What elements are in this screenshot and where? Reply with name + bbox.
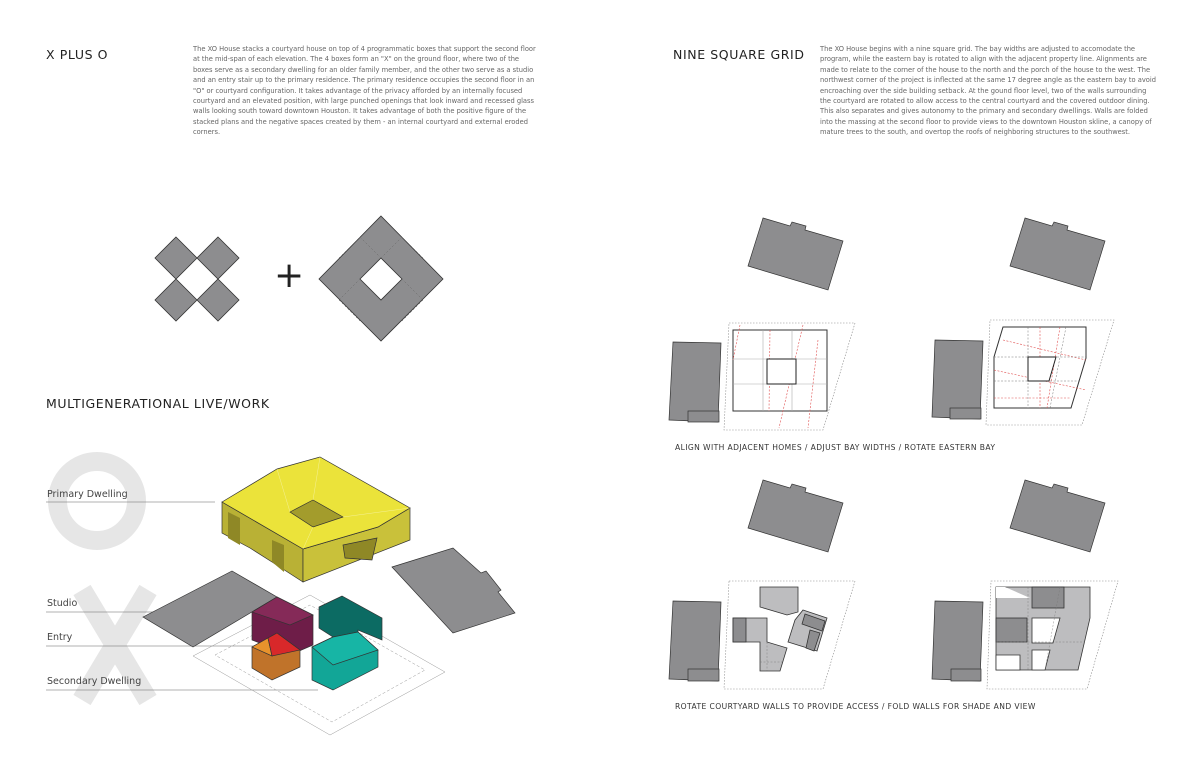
label-leader-lines [46,501,318,691]
caption-align-grid: ALIGN WITH ADJACENT HOMES / ADJUST BAY W… [675,443,996,452]
primary-dwelling-mass [221,456,411,583]
nine-square-grid-title: NINE SQUARE GRID [673,47,805,62]
x-box-bottom-right [196,278,240,322]
west-neighbor-2 [931,339,984,420]
neighbor-house-east [391,547,516,634]
plan-folded-walls [995,586,1091,671]
x-box-bottom-left [154,278,198,322]
x-plus-o-paragraph: The XO House stacks a courtyard house on… [193,45,536,137]
o-diagram [318,215,444,342]
x-plus-o-title: X PLUS O [46,47,109,62]
x-watermark [73,584,157,706]
plan-rotated-walls [732,586,828,672]
setback-outlines [723,319,1119,690]
north-neighbors [747,217,1106,553]
o-courtyard-void [359,257,403,301]
west-neighbors [668,339,984,682]
courtyard-void [1027,356,1057,382]
x-box-top-right [196,236,240,280]
label-entry: Entry [47,632,73,643]
north-neighbor-3 [747,479,844,553]
o-grid-lines [338,236,424,322]
plus-symbol: + [274,255,305,296]
x-diagram [154,236,240,322]
primary-dwelling-fold-lines [276,456,411,550]
west-neighbor-1 [668,341,722,423]
north-neighbor-2 [1009,217,1106,291]
plan-adjusted-grid [993,326,1087,409]
entry-mass [251,632,301,681]
caption-rotate-fold: ROTATE COURTYARD WALLS TO PROVIDE ACCESS… [675,702,1036,711]
north-neighbor-4 [1009,479,1106,553]
courtyard-void [766,358,797,385]
label-primary-dwelling: Primary Dwelling [47,489,128,500]
label-studio: Studio [47,598,78,609]
nine-square-grid-paragraph: The XO House begins with a nine square g… [820,45,1156,137]
x-box-top-left [154,236,198,280]
label-secondary-dwelling: Secondary Dwelling [47,676,142,687]
multigenerational-title: MULTIGENERATIONAL LIVE/WORK [46,396,270,411]
secondary-dwelling-mass [311,595,383,691]
plan-nine-square-grid [732,324,828,429]
north-neighbor-1 [747,217,844,291]
